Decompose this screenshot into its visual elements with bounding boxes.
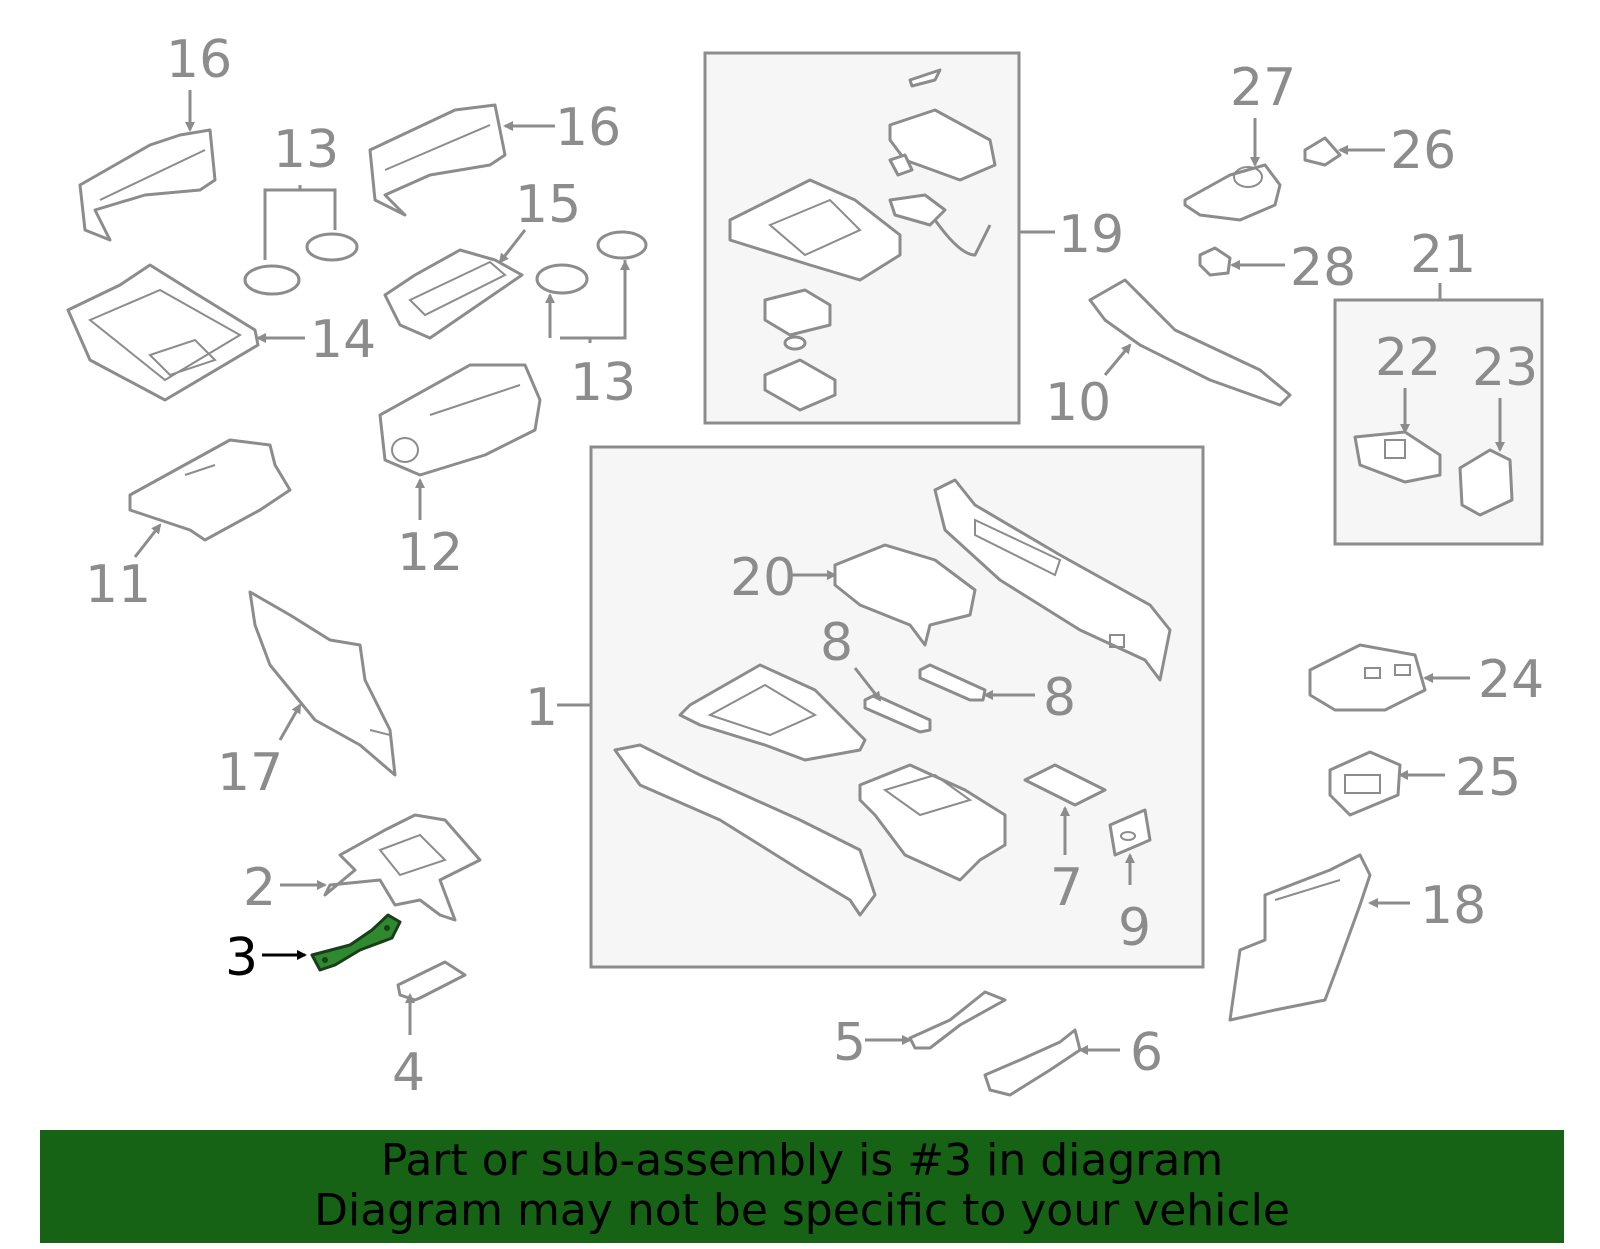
callout-1: 1 [525,678,558,738]
part-23-shape [1458,448,1514,517]
part-19-oring [783,335,807,351]
callout-12: 12 [397,523,463,583]
callout-26: 26 [1390,121,1456,181]
part-14-shape [66,263,260,402]
part-15-shape [383,248,524,340]
part-1-bin-shape [858,763,1007,882]
callout-27: 27 [1230,58,1296,118]
part-16-left-shape [78,128,217,242]
part-28-shape [1198,246,1232,277]
part-26-shape [1303,136,1342,167]
callout-20: 20 [730,548,796,608]
part-7-shape [1023,763,1107,807]
banner-line-1: Part or sub-assembly is #3 in diagram [380,1135,1224,1186]
callout-9: 9 [1118,898,1151,958]
part-3-shape [310,913,402,972]
part-19-cover-shape [728,178,902,282]
callout-6: 6 [1130,1023,1163,1083]
part-1-rail-left-shape [613,743,877,917]
callout-5: 5 [833,1013,866,1073]
part-1-console-upper-shape [678,663,867,762]
part-17-shape [248,590,397,777]
callout-7: 7 [1050,858,1083,918]
part-13-ring-c [535,263,589,295]
part-1-rail-right-shape [933,478,1172,682]
callout-13-upper: 13 [273,120,339,180]
part-19-bin-shape [763,288,832,337]
callout-23: 23 [1472,338,1538,398]
callout-19: 19 [1058,205,1124,265]
callout-28: 28 [1290,238,1356,298]
part-19-harness-shape [888,193,947,227]
part-5-shape [908,990,1007,1050]
part-19-clip-shape [908,68,942,88]
callout-2: 2 [243,858,276,918]
part-18-shape [1228,853,1372,1022]
part-19-base-shape [763,358,837,412]
callout-24: 24 [1478,650,1544,710]
callout-25: 25 [1455,748,1521,808]
part-16-right-shape [368,103,507,217]
banner-line-2: Diagram may not be specific to your vehi… [314,1185,1290,1236]
part-4-shape [396,960,467,1002]
callout-3: 3 [225,928,258,988]
callout-16-left: 16 [166,30,232,90]
callout-11: 11 [85,555,151,615]
parts-diagram: 16 13 16 15 14 13 12 11 17 2 3 4 19 27 2… [66,30,1544,1103]
callout-16-right: 16 [555,98,621,158]
callout-13-lower: 13 [570,353,636,413]
part-27-shape [1183,163,1282,222]
callout-8-right: 8 [1043,668,1076,728]
callout-4: 4 [392,1043,425,1103]
callout-10: 10 [1045,373,1111,433]
part-2-shape [323,813,482,922]
part-13-ring-a [243,264,301,296]
callout-18: 18 [1420,876,1486,936]
part-25-shape [1328,750,1402,817]
callout-15: 15 [515,175,581,235]
part-19-small-a-shape [888,153,914,177]
part-20-shape [833,543,977,647]
callout-17: 17 [217,743,283,803]
info-banner: Part or sub-assembly is #3 in diagram Di… [40,1130,1564,1243]
callout-21: 21 [1410,225,1476,285]
part-8-strip-b-shape [918,663,987,702]
part-6-shape [983,1028,1082,1097]
part-19-top-shape [888,108,997,182]
part-12-shape [378,363,542,477]
part-13-ring-d [596,230,648,260]
callout-22: 22 [1375,328,1441,388]
callout-8-upper: 8 [820,613,853,673]
part-11-shape [128,438,292,542]
part-10-shape [1088,278,1292,407]
part-13-ring-b [305,232,359,262]
callout-14: 14 [310,310,376,370]
